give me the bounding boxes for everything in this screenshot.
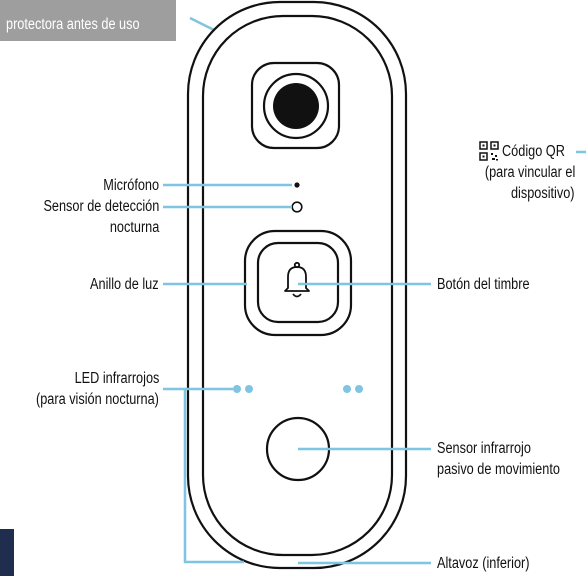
label-night-sensor-line2: nocturna [109, 219, 159, 236]
label-microphone: Micrófono [103, 177, 159, 194]
camera-lens [273, 83, 319, 129]
label-night-sensor-line1: Sensor de detección [43, 198, 159, 215]
label-pir-line2: pasivo de movimiento [437, 461, 560, 478]
ir-led-4 [355, 385, 363, 393]
ir-led-1 [233, 385, 241, 393]
label-qr-code-line2: (para vincular el [484, 164, 575, 181]
doorbell-button [256, 241, 340, 324]
protective-film-text: protectora antes de uso [6, 16, 140, 33]
label-pir-line1: Sensor infrarrojo [437, 440, 531, 457]
ir-led-3 [343, 385, 351, 393]
label-ir-leds-line2: (para visión nocturna) [36, 391, 159, 408]
label-ir-leds-line1: LED infrarrojos [74, 370, 159, 387]
ir-led-2 [245, 385, 253, 393]
qr-code-icon [479, 141, 499, 161]
label-qr-code-line3: dispositivo) [511, 185, 575, 202]
night-sensor [291, 201, 303, 213]
corner-block [0, 529, 14, 576]
led-leader-down [183, 389, 244, 564]
label-qr-code-line1: Código QR [502, 143, 565, 160]
label-light-ring: Anillo de luz [90, 276, 159, 293]
bell-icon [284, 261, 310, 298]
label-speaker: Altavoz (inferior) [437, 555, 530, 572]
label-doorbell-button: Botón del timbre [437, 276, 530, 293]
protective-film-note: protectora antes de uso [0, 0, 176, 41]
microphone-hole [294, 182, 300, 188]
